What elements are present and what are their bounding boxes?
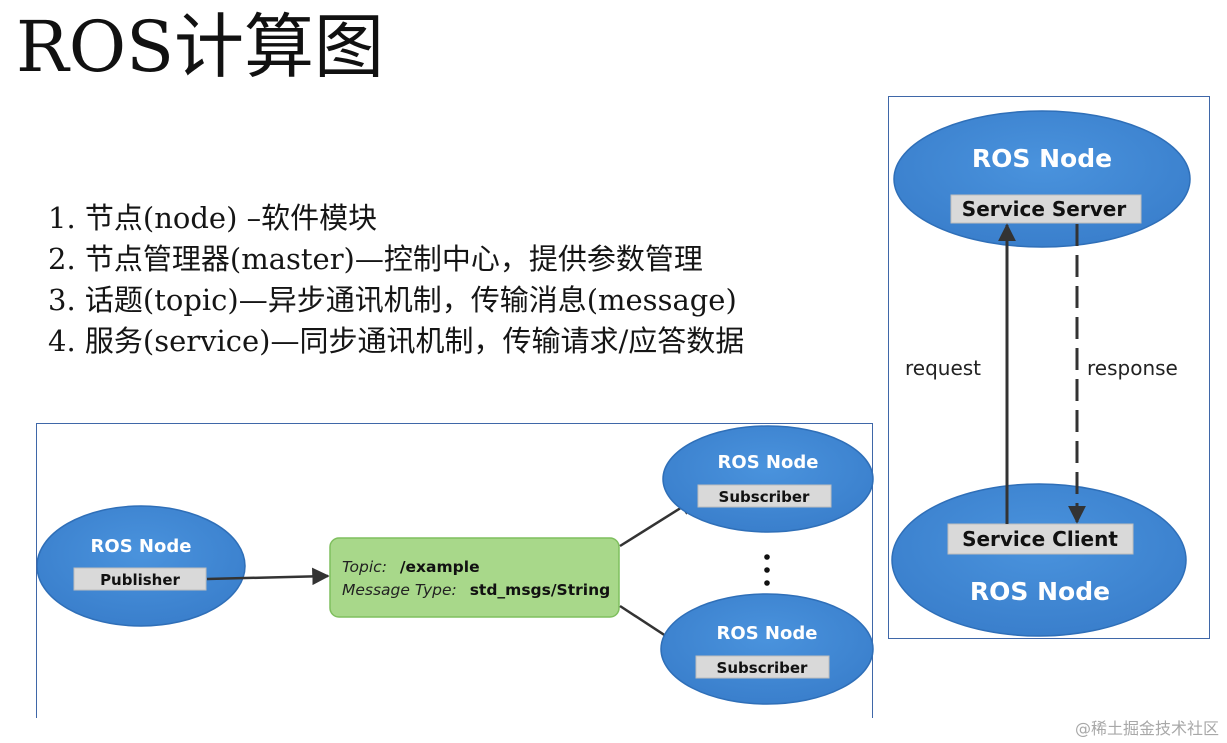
subscriber-node-2-title: ROS Node [717, 623, 818, 644]
request-label: request [905, 356, 981, 380]
list-item-node: 1. 节点(node) –软件模块 [48, 201, 378, 235]
subscriber-node-1: ROS Node Subscriber [662, 425, 874, 533]
service-server-node: ROS Node Service Server [893, 110, 1191, 248]
service-server-role-box [950, 194, 1142, 224]
concept-list: 1. 节点(node) –软件模块 2. 节点管理器(master)—控制中心，… [48, 198, 744, 362]
subscriber-1-role-box [697, 484, 832, 508]
topic-box-rect [329, 537, 620, 618]
service-server-node-ellipse [893, 110, 1191, 248]
service-client-node: Service Client ROS Node [891, 483, 1187, 637]
topic-diagram: ROS Node Publisher Topic: /example Messa… [37, 425, 874, 705]
more-subscribers-ellipsis [764, 554, 770, 586]
publisher-node: ROS Node Publisher [37, 505, 246, 627]
topic-value: /example [400, 558, 480, 576]
list-item-service: 4. 服务(service)—同步通讯机制，传输请求/应答数据 [48, 324, 745, 358]
watermark: @稀土掘金技术社区 [1074, 719, 1219, 738]
list-item-topic: 3. 话题(topic)—异步通讯机制，传输消息(message) [48, 283, 737, 317]
subscriber-node-2: ROS Node Subscriber [660, 593, 874, 705]
subscriber-node-1-ellipse [662, 425, 874, 533]
message-type-value: std_msgs/String [470, 581, 611, 599]
subscriber-2-role-label: Subscriber [717, 659, 808, 677]
subscriber-node-1-title: ROS Node [718, 452, 819, 473]
subscriber-2-role-box [695, 655, 830, 679]
message-type-line: Message Type: std_msgs/String [342, 581, 610, 599]
response-label: response [1087, 356, 1178, 380]
topic-diagram-panel: ROS Node Publisher Topic: /example Messa… [36, 423, 874, 718]
service-client-node-title: ROS Node [970, 577, 1110, 606]
publisher-role-label: Publisher [100, 571, 180, 589]
service-server-role-label: Service Server [962, 197, 1127, 221]
publish-arrow [206, 567, 330, 586]
topic-label: Topic: [342, 558, 387, 576]
topic-line: Topic: /example [342, 558, 480, 576]
publisher-role-box [73, 567, 207, 591]
service-server-node-title: ROS Node [972, 144, 1112, 173]
service-client-role-label: Service Client [962, 527, 1118, 551]
service-diagram: ROS Node Service Server Service Client R… [891, 110, 1191, 637]
publisher-node-title: ROS Node [91, 536, 192, 557]
service-client-node-ellipse [891, 483, 1187, 637]
list-item-master: 2. 节点管理器(master)—控制中心，提供参数管理 [48, 242, 703, 276]
service-diagram-panel: ROS Node Service Server Service Client R… [888, 96, 1210, 639]
message-type-label: Message Type: [342, 581, 457, 599]
topic-box: Topic: /example Message Type: std_msgs/S… [329, 537, 620, 618]
service-client-role-box [947, 523, 1134, 555]
subscriber-1-role-label: Subscriber [719, 488, 810, 506]
subscriber-node-2-ellipse [660, 593, 874, 705]
page-title: ROS计算图 [16, 6, 385, 88]
publisher-node-ellipse [37, 505, 246, 627]
